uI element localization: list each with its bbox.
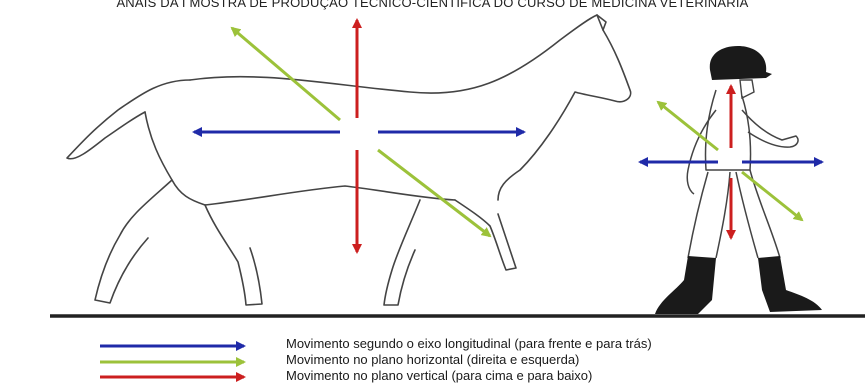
horse-outline (66, 14, 632, 306)
rider-horizontal-arrow-left (656, 100, 719, 152)
rider-axes (638, 84, 824, 240)
horse-horizontal-arrow-left (230, 26, 341, 122)
rider-figure (655, 46, 822, 314)
horse-axes (192, 18, 526, 254)
horse-horizontal-arrow-right (377, 148, 492, 238)
legend-label-longitudinal: Movimento segundo o eixo longitudinal (p… (286, 336, 652, 351)
rider-horizontal-arrow-right (741, 170, 804, 222)
legend-label-horizontal: Movimento no plano horizontal (direita e… (286, 352, 580, 367)
legend-label-vertical: Movimento no plano vertical (para cima e… (286, 368, 593, 383)
page-header: ANAIS DA I MOSTRA DE PRODUÇÃO TÉCNICO-CI… (116, 0, 749, 10)
legend-arrows (100, 341, 246, 382)
